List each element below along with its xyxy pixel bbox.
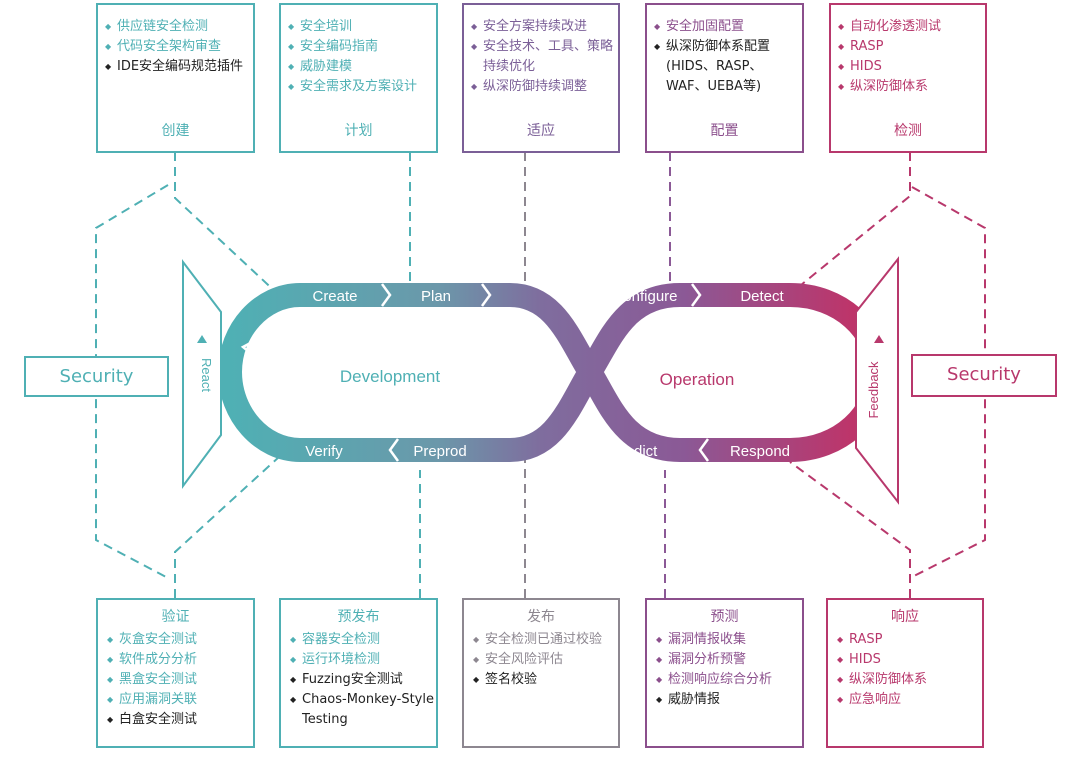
feedback-arrow: Feedback	[855, 256, 899, 505]
predict-item: 检测响应综合分析	[656, 670, 802, 690]
loop-label-adapt: Adapt	[493, 304, 527, 340]
loop-label-configure: Configure	[612, 288, 677, 305]
create-item: IDE安全编码规范插件	[105, 57, 249, 77]
loop-label-respond: Respond	[730, 443, 790, 460]
detect-box-title: 检测	[894, 123, 922, 139]
predict-item: 漏洞情报收集	[656, 630, 802, 650]
loop-label-preprod: Preprod	[413, 443, 466, 460]
release-item: 签名校验	[473, 670, 618, 690]
bottom-box-respond: 响应 RASP HIDS 纵深防御体系 应急响应	[826, 598, 984, 748]
create-item: 供应链安全检测	[105, 17, 249, 37]
loop-label-plan: Plan	[421, 288, 451, 305]
predict-box-title: 预测	[710, 609, 739, 625]
security-label-left: Security	[59, 366, 134, 387]
plan-item: 安全需求及方案设计	[288, 77, 432, 97]
detect-item: 自动化渗透测试	[838, 17, 981, 37]
plan-box-title: 计划	[344, 123, 373, 139]
feedback-label: Feedback	[866, 361, 881, 419]
configure-item: 纵深防御体系配置(HIDS、RASP、WAF、UEBA等)	[654, 37, 798, 97]
release-item: 安全检测已通过校验	[473, 630, 618, 650]
infinity-loop	[218, 283, 890, 462]
configure-box-title: 配置	[710, 123, 739, 139]
preprod-item: 运行环境检测	[290, 650, 436, 670]
verify-item: 黑盒安全测试	[107, 670, 253, 690]
plan-item: 威胁建模	[288, 57, 432, 77]
adapt-item: 安全技术、工具、策略持续优化	[471, 37, 614, 77]
detect-item: RASP	[838, 37, 981, 57]
respond-item: 应急响应	[837, 690, 982, 710]
verify-item: 灰盒安全测试	[107, 630, 253, 650]
bottom-box-verify: 验证 灰盒安全测试 软件成分分析 黑盒安全测试 应用漏洞关联 白盒安全测试	[96, 598, 255, 748]
connector-lines	[95, 152, 986, 598]
respond-item: RASP	[837, 630, 982, 650]
preprod-item: 容器安全检测	[290, 630, 436, 650]
bottom-box-predict: 预测 漏洞情报收集 漏洞分析预警 检测响应综合分析 威胁情报	[645, 598, 804, 748]
development-label: Development	[340, 367, 440, 386]
loop-label-predict: Predict	[611, 443, 659, 460]
predict-item: 漏洞分析预警	[656, 650, 802, 670]
react-label: React	[199, 358, 214, 392]
top-box-plan: 安全培训 安全编码指南 威胁建模 安全需求及方案设计 计划	[279, 3, 438, 153]
loop-label-verify: Verify	[305, 443, 343, 460]
predict-item: 威胁情报	[656, 690, 802, 710]
top-box-configure: 安全加固配置 纵深防御体系配置(HIDS、RASP、WAF、UEBA等) 配置	[645, 3, 804, 153]
operation-label: Operation	[660, 370, 735, 389]
bottom-box-release: 发布 安全检测已通过校验 安全风险评估 签名校验	[462, 598, 620, 748]
top-box-create: 供应链安全检测 代码安全架构审查 IDE安全编码规范插件 创建	[96, 3, 255, 153]
security-box-left: Security	[24, 356, 169, 397]
top-box-detect: 自动化渗透测试 RASP HIDS 纵深防御体系 检测	[829, 3, 987, 153]
respond-box-title: 响应	[891, 609, 919, 625]
verify-item: 白盒安全测试	[107, 710, 253, 730]
create-item: 代码安全架构审查	[105, 37, 249, 57]
respond-item: 纵深防御体系	[837, 670, 982, 690]
adapt-item: 安全方案持续改进	[471, 17, 614, 37]
plan-item: 安全编码指南	[288, 37, 432, 57]
detect-item: HIDS	[838, 57, 981, 77]
preprod-box-title: 预发布	[337, 609, 380, 625]
security-label-right: Security	[947, 364, 1021, 385]
adapt-item: 纵深防御持续调整	[471, 77, 614, 97]
adapt-box-title: 适应	[527, 123, 555, 139]
preprod-item: Fuzzing安全测试	[290, 670, 436, 690]
release-box-title: 发布	[527, 609, 555, 625]
security-box-right: Security	[911, 354, 1057, 397]
bottom-box-preprod: 预发布 容器安全检测 运行环境检测 Fuzzing安全测试 Chaos-Monk…	[279, 598, 438, 748]
top-box-adapt: 安全方案持续改进 安全技术、工具、策略持续优化 纵深防御持续调整 适应	[462, 3, 620, 153]
loop-label-create: Create	[312, 288, 357, 305]
detect-item: 纵深防御体系	[838, 77, 981, 97]
release-item: 安全风险评估	[473, 650, 618, 670]
configure-item: 安全加固配置	[654, 17, 798, 37]
react-arrow: React	[182, 259, 222, 490]
verify-box-title: 验证	[161, 609, 190, 625]
verify-item: 应用漏洞关联	[107, 690, 253, 710]
preprod-item: Chaos-Monkey-Style Testing	[290, 690, 436, 730]
create-box-title: 创建	[161, 123, 190, 139]
verify-item: 软件成分分析	[107, 650, 253, 670]
loop-label-detect: Detect	[740, 288, 784, 305]
respond-item: HIDS	[837, 650, 982, 670]
plan-item: 安全培训	[288, 17, 432, 37]
